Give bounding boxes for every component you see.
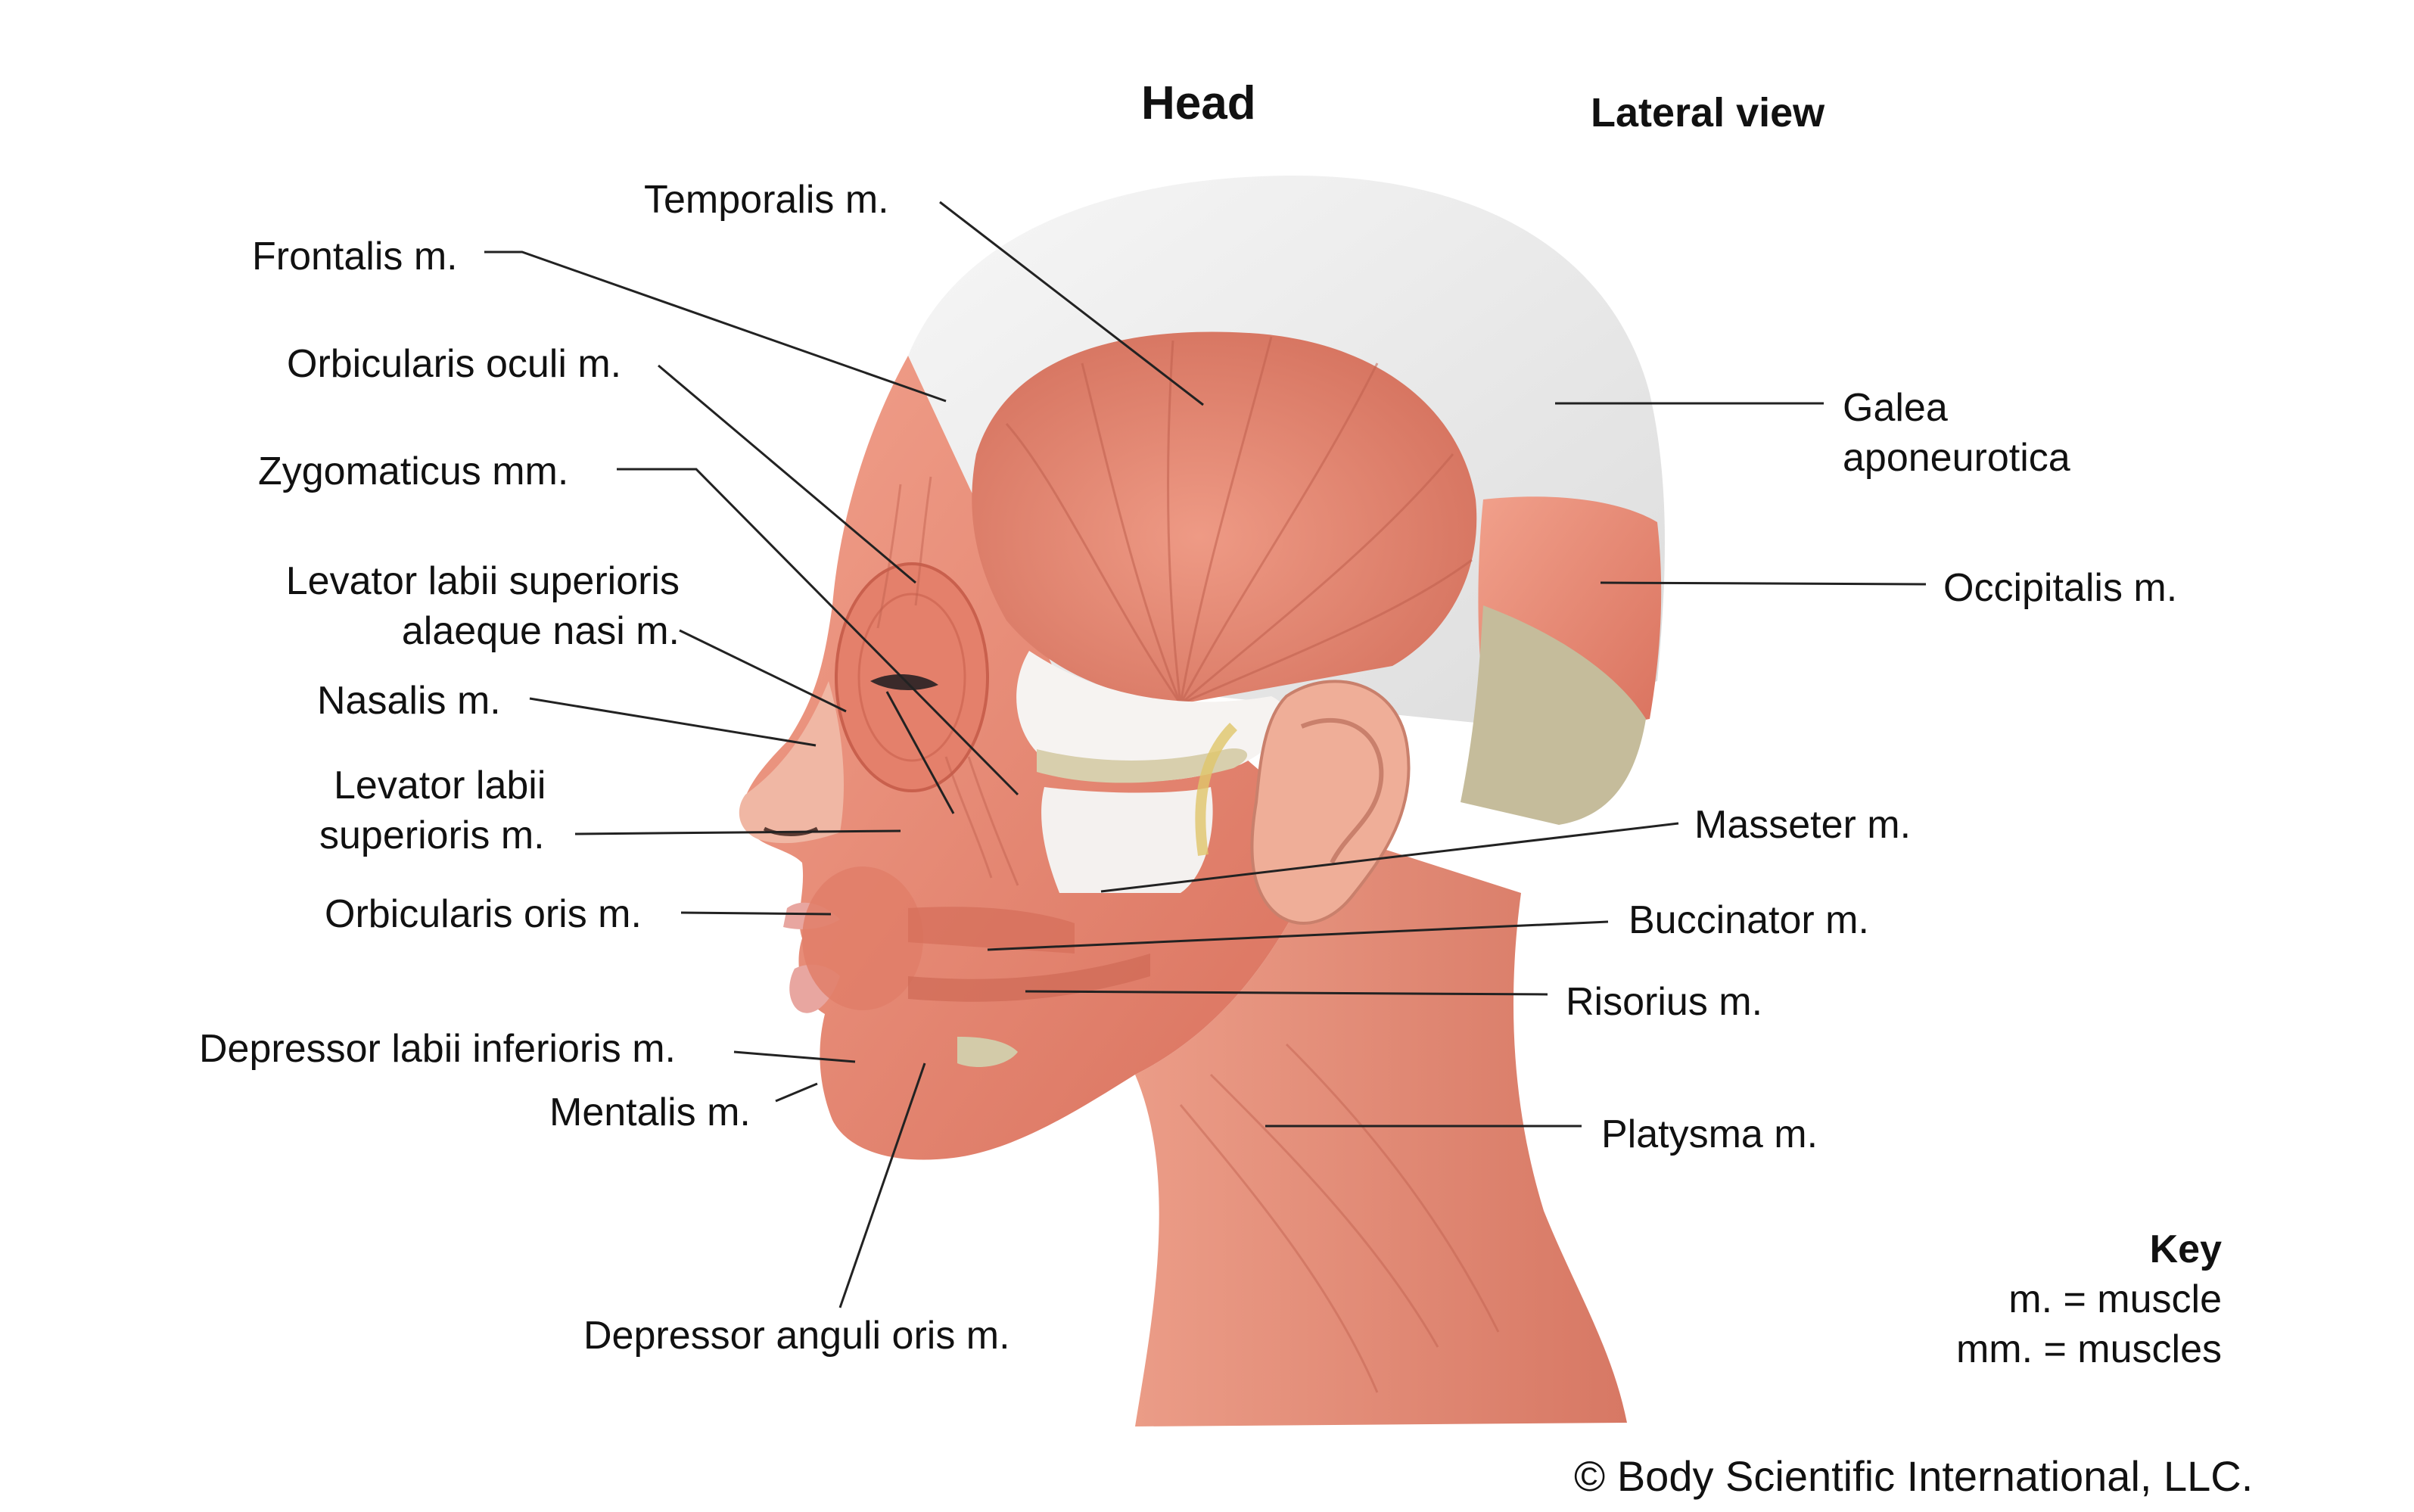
- label-mentalis: Mentalis m.: [549, 1090, 751, 1134]
- view-label: Lateral view: [1591, 90, 1825, 135]
- label-levator-labii-line2: superioris m.: [319, 814, 545, 857]
- copyright-notice: © Body Scientific International, LLC.: [1574, 1452, 2254, 1500]
- label-depressor-anguli: Depressor anguli oris m.: [583, 1314, 1010, 1358]
- label-levator-alaeque-line2: alaeque nasi m.: [401, 609, 680, 653]
- label-levator-alaeque-line1: Levator labii superioris: [285, 559, 680, 603]
- label-temporalis: Temporalis m.: [644, 178, 889, 222]
- platysma-muscle: [1135, 832, 1627, 1426]
- label-platysma: Platysma m.: [1601, 1112, 1818, 1156]
- key-line-muscle: m. = muscle: [2008, 1277, 2222, 1321]
- label-zygomaticus: Zygomaticus mm.: [258, 450, 569, 493]
- key-title: Key: [2149, 1227, 2222, 1271]
- temporalis-muscle: [972, 331, 1477, 704]
- leader-lines: [484, 201, 1927, 1308]
- label-depressor-labii: Depressor labii inferioris m.: [199, 1027, 676, 1071]
- mandible-bone: [957, 1037, 1018, 1067]
- diagram-title: Head: [1141, 77, 1256, 129]
- label-galea-line1: Galea: [1843, 386, 1948, 430]
- label-occipitalis: Occipitalis m.: [1943, 566, 2178, 610]
- zygomatic-arch: [1037, 748, 1248, 783]
- label-orbicularis-oculi: Orbicularis oculi m.: [287, 342, 622, 386]
- masseter-tendon: [1041, 787, 1213, 893]
- occipital-bone: [1461, 605, 1646, 825]
- label-buccinator: Buccinator m.: [1629, 898, 1869, 942]
- buccinator-muscle: [908, 907, 1075, 954]
- label-risorius: Risorius m.: [1566, 980, 1763, 1024]
- ear: [1250, 680, 1411, 925]
- label-orbicularis-oris: Orbicularis oris m.: [325, 892, 642, 936]
- label-galea-line2: aponeurotica: [1843, 436, 2070, 480]
- label-masseter: Masseter m.: [1694, 803, 1912, 847]
- label-levator-labii-line1: Levator labii: [334, 764, 546, 807]
- label-frontalis: Frontalis m.: [252, 235, 458, 278]
- orbicularis-oris-muscle: [802, 866, 923, 1010]
- nose: [739, 681, 844, 844]
- key-line-muscles: mm. = muscles: [1955, 1327, 2222, 1371]
- label-nasalis: Nasalis m.: [317, 679, 501, 723]
- eye: [870, 674, 938, 690]
- risorius-muscle: [908, 954, 1150, 1002]
